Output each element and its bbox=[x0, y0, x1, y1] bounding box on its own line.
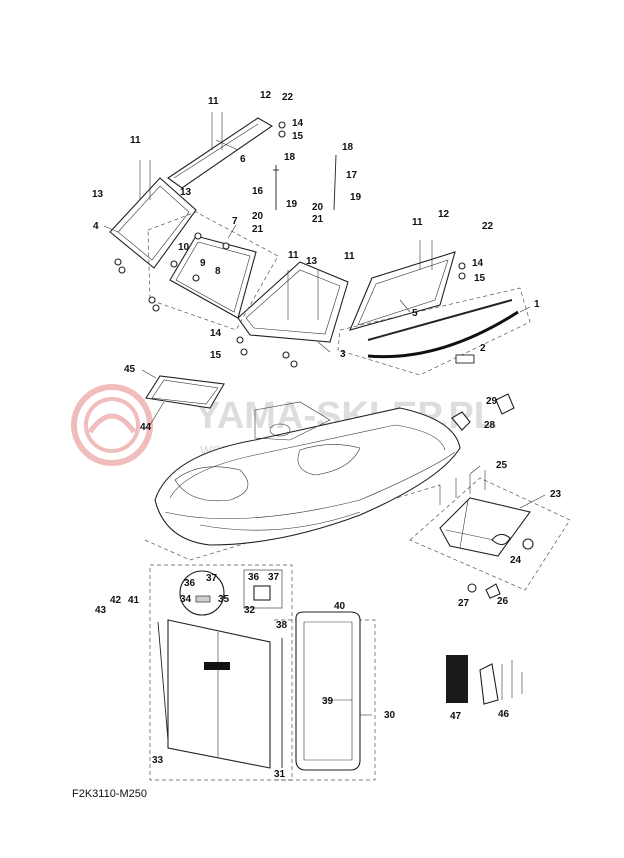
callout-3: 3 bbox=[340, 349, 346, 360]
callout-28: 28 bbox=[484, 420, 496, 431]
callout-20-b: 20 bbox=[312, 202, 324, 213]
bracket-29 bbox=[495, 393, 515, 415]
callout-14-c: 14 bbox=[472, 258, 484, 269]
callout-10: 10 bbox=[178, 242, 190, 253]
callout-34: 34 bbox=[180, 594, 192, 605]
callout-22-b: 22 bbox=[482, 221, 494, 232]
callout-35: 35 bbox=[218, 594, 230, 605]
callout-22-a: 22 bbox=[282, 92, 294, 103]
callout-38: 38 bbox=[276, 620, 288, 631]
callout-37-a: 37 bbox=[206, 573, 218, 584]
door-panel-31 bbox=[167, 619, 271, 769]
callout-11-d: 11 bbox=[344, 251, 355, 262]
cover-assembly-23 bbox=[409, 470, 571, 599]
callout-18-b: 18 bbox=[342, 142, 354, 153]
callout-41: 41 bbox=[128, 595, 140, 606]
callout-44: 44 bbox=[140, 422, 152, 433]
hinge-33 bbox=[157, 621, 169, 741]
callout-14-b: 14 bbox=[210, 328, 222, 339]
windshield-right-frame-5 bbox=[349, 251, 456, 331]
callout-27: 27 bbox=[458, 598, 470, 609]
callout-31: 31 bbox=[274, 769, 286, 780]
windshield-glass-7-frame bbox=[147, 211, 279, 331]
callout-11-a: 11 bbox=[130, 135, 141, 146]
bracket-28 bbox=[451, 411, 471, 431]
callout-36-a: 36 bbox=[184, 578, 196, 589]
callout-13-c: 13 bbox=[306, 256, 318, 267]
callout-15-c: 15 bbox=[474, 273, 486, 284]
callout-37-b: 37 bbox=[268, 572, 280, 583]
callout-9: 9 bbox=[200, 258, 206, 269]
callout-19-b: 19 bbox=[350, 192, 362, 203]
boat-hull bbox=[144, 401, 461, 561]
callout-1: 1 bbox=[534, 299, 540, 310]
callout-7: 7 bbox=[232, 216, 238, 227]
callout-15-a: 15 bbox=[292, 131, 304, 142]
callout-36-b: 36 bbox=[248, 572, 260, 583]
callout-40: 40 bbox=[334, 601, 346, 612]
door-assembly-dashed-box bbox=[149, 564, 293, 781]
callout-42: 42 bbox=[110, 595, 122, 606]
stay-rod-16 bbox=[273, 165, 279, 210]
windshield-top-frame-6 bbox=[167, 117, 274, 189]
callout-12-b: 12 bbox=[438, 209, 450, 220]
callout-17: 17 bbox=[346, 170, 358, 181]
callout-18-a: 18 bbox=[284, 152, 296, 163]
callout-47: 47 bbox=[450, 711, 462, 722]
callout-25: 25 bbox=[496, 460, 508, 471]
cap-24 bbox=[522, 538, 534, 550]
callout-20-a: 20 bbox=[252, 211, 264, 222]
callout-4: 4 bbox=[93, 221, 99, 232]
fasteners bbox=[114, 112, 466, 368]
callout-32: 32 bbox=[244, 605, 256, 616]
callout-8: 8 bbox=[215, 266, 221, 277]
knob-27 bbox=[467, 583, 477, 593]
callout-30: 30 bbox=[384, 710, 396, 721]
callout-13-b: 13 bbox=[180, 187, 192, 198]
mat-47 bbox=[446, 655, 468, 703]
callout-19-a: 19 bbox=[286, 199, 298, 210]
callout-26: 26 bbox=[497, 596, 509, 607]
latch-detail-circle bbox=[179, 570, 225, 616]
callout-46: 46 bbox=[498, 709, 510, 720]
callout-labels: 1 2 3 4 5 6 7 8 9 10 11 11 11 11 11 12 1… bbox=[92, 90, 562, 780]
latch-26 bbox=[485, 583, 501, 599]
callout-23: 23 bbox=[550, 489, 562, 500]
callout-21-b: 21 bbox=[312, 214, 324, 225]
callout-6: 6 bbox=[240, 154, 246, 165]
clip-2 bbox=[455, 354, 475, 364]
callout-11-b: 11 bbox=[208, 96, 219, 107]
hatch-cover-44 bbox=[145, 375, 225, 409]
callout-16: 16 bbox=[252, 186, 264, 197]
callout-2: 2 bbox=[480, 343, 486, 354]
callout-33: 33 bbox=[152, 755, 164, 766]
callout-13-a: 13 bbox=[92, 189, 104, 200]
windshield-strip-1 bbox=[337, 287, 531, 376]
callout-14-a: 14 bbox=[292, 118, 304, 129]
leader-lines bbox=[103, 139, 546, 716]
callout-45: 45 bbox=[124, 364, 136, 375]
callout-21-a: 21 bbox=[252, 224, 264, 235]
callout-15-b: 15 bbox=[210, 350, 222, 361]
callout-12-a: 12 bbox=[260, 90, 272, 101]
callout-11-c: 11 bbox=[288, 250, 299, 261]
callout-29: 29 bbox=[486, 396, 498, 407]
diagram-code: F2K3110-M250 bbox=[72, 788, 148, 800]
callout-39: 39 bbox=[322, 696, 334, 707]
windshield-center-frame-3 bbox=[237, 261, 349, 343]
callout-5: 5 bbox=[412, 308, 418, 319]
stay-rod-17 bbox=[333, 154, 337, 211]
callout-11-e: 11 bbox=[412, 217, 423, 228]
callout-24: 24 bbox=[510, 555, 522, 566]
parts-kit-46 bbox=[479, 660, 523, 705]
windshield-left-frame-4 bbox=[109, 177, 197, 269]
door-frame-30 bbox=[274, 611, 376, 781]
callout-43: 43 bbox=[95, 605, 107, 616]
